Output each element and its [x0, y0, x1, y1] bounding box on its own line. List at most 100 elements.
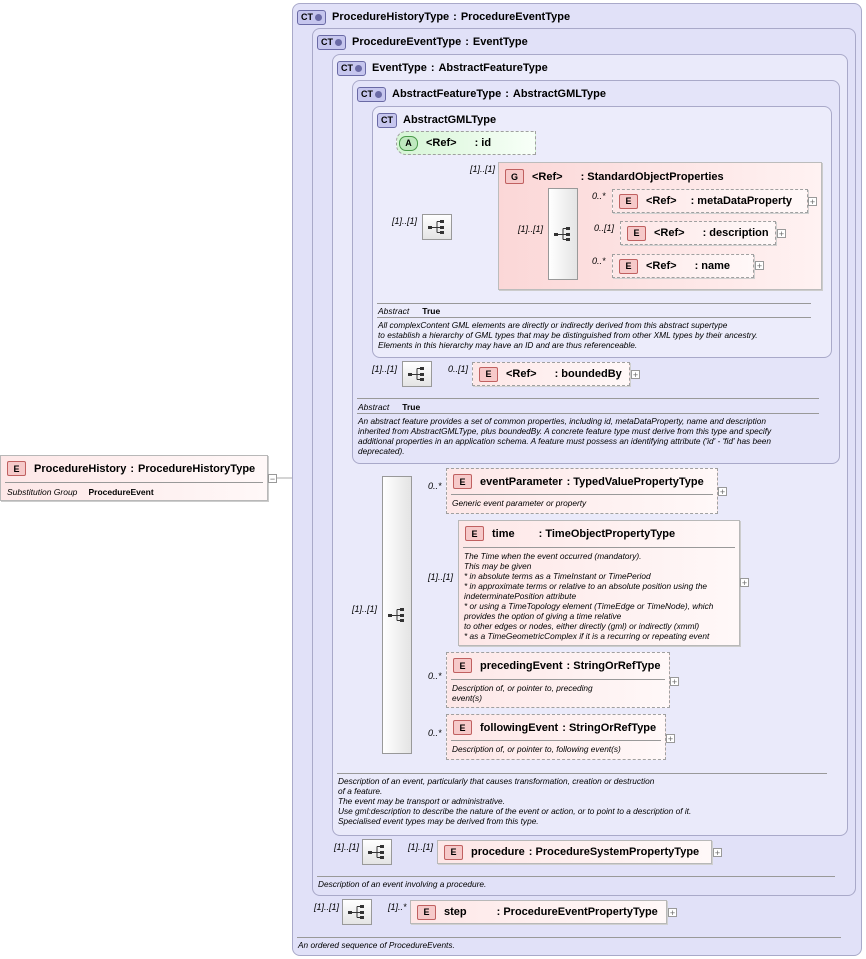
sop-seq-multiplicity: [1]..[1] [518, 224, 544, 234]
element-badge: E [417, 904, 436, 920]
expand-icon[interactable]: + [740, 578, 749, 588]
procedure-multiplicity: [1]..[1] [408, 842, 434, 852]
element-name: procedure [471, 846, 525, 858]
bounded-by-multiplicity: 0..[1] [448, 364, 469, 374]
element-preceding-event[interactable]: E precedingEvent : StringOrRefType Descr… [446, 652, 670, 708]
item-multiplicity: 0..* [428, 728, 442, 738]
substitution-group-value: ProcedureEvent [88, 487, 154, 497]
element-name: time [492, 527, 515, 540]
sequence-icon[interactable] [382, 476, 412, 754]
sequence-icon[interactable] [402, 361, 432, 387]
element-name: : description [702, 227, 769, 239]
group-badge: G [505, 169, 524, 184]
ct-abstract-feature-doc: An abstract feature provides a set of co… [358, 416, 772, 456]
ct-title: AbstractFeatureType [392, 88, 502, 100]
complex-type-badge: CT [377, 112, 397, 128]
gml-seq-multiplicity: [1]..[1] [392, 216, 418, 226]
ct-abstract-gml-doc: All complexContent GML elements are dire… [378, 320, 758, 350]
element-name: : name [694, 260, 731, 272]
root-element-name: ProcedureHistory [34, 462, 127, 475]
abstract-value: True [402, 402, 421, 412]
element-procedure[interactable]: E procedure : ProcedureSystemPropertyTyp… [437, 840, 712, 864]
ct-event-doc: Description of an event, particularly th… [338, 776, 692, 826]
element-ref: <Ref> [646, 260, 677, 272]
element-type: : StringOrRefType [566, 659, 661, 672]
item-multiplicity: 0..* [592, 256, 606, 266]
element-badge: E [619, 258, 638, 274]
complex-type-badge: CT [297, 9, 326, 25]
separator [5, 482, 263, 483]
element-ref: <Ref> [654, 227, 685, 239]
element-following-event[interactable]: E followingEvent : StringOrRefType Descr… [446, 714, 666, 760]
element-name: followingEvent [480, 721, 559, 734]
element-doc: Description of, or pointer to, preceding… [452, 683, 593, 703]
ct-procedure-history-doc: An ordered sequence of ProcedureEvents. [298, 940, 455, 950]
sequence-icon[interactable] [548, 188, 578, 280]
expand-icon[interactable]: + [631, 370, 640, 380]
abstract-label: Abstract [378, 306, 410, 316]
sequence-icon[interactable] [342, 899, 372, 925]
group-name: : StandardObjectProperties [580, 170, 724, 183]
group-ref: <Ref> [532, 170, 563, 183]
ct-base: AbstractFeatureType [438, 62, 548, 74]
ct-title: EventType [372, 62, 427, 74]
element-badge: E [444, 844, 463, 860]
collapse-icon[interactable]: − [268, 474, 277, 484]
ct-procedure-event-doc: Description of an event involving a proc… [318, 879, 487, 889]
expand-icon[interactable]: + [670, 677, 679, 687]
element-badge: E [453, 658, 472, 673]
element-name: eventParameter [480, 475, 563, 488]
substitution-group-label: Substitution Group [7, 487, 78, 497]
element-type: : TypedValuePropertyType [566, 475, 704, 488]
sequence-icon[interactable] [422, 214, 452, 240]
expand-icon[interactable]: + [808, 197, 817, 207]
element-badge: E [627, 225, 646, 241]
element-badge: E [453, 474, 472, 489]
ct-title: ProcedureHistoryType [332, 11, 450, 23]
element-name: : boundedBy [554, 368, 622, 380]
attribute-name: : id [474, 137, 492, 149]
element-description[interactable]: E <Ref> : description [620, 221, 776, 245]
ct-base: EventType [472, 36, 528, 48]
expand-icon[interactable]: + [718, 487, 727, 497]
feature-seq-multiplicity: [1]..[1] [372, 364, 398, 374]
ct-title: AbstractGMLType [403, 114, 497, 126]
ct-base: AbstractGMLType [512, 88, 606, 100]
element-event-parameter[interactable]: E eventParameter : TypedValuePropertyTyp… [446, 468, 718, 514]
expand-icon[interactable]: + [668, 908, 677, 918]
ct-title: ProcedureEventType [352, 36, 462, 48]
element-step[interactable]: E step : ProcedureEventPropertyType [410, 900, 667, 924]
item-multiplicity: 0..* [428, 671, 442, 681]
element-badge: E [465, 526, 484, 541]
element-time[interactable]: E time : TimeObjectPropertyType The Time… [458, 520, 740, 646]
root-element-procedure-history[interactable]: E ProcedureHistory : ProcedureHistoryTyp… [0, 455, 268, 501]
element-metadata-property[interactable]: E <Ref> : metaDataProperty [612, 189, 808, 213]
element-bounded-by[interactable]: E <Ref> : boundedBy [472, 362, 630, 386]
step-multiplicity: [1]..* [388, 902, 407, 912]
ph-seq-multiplicity: [1]..[1] [314, 902, 340, 912]
complex-type-badge: CT [337, 60, 366, 76]
element-name: precedingEvent [480, 659, 563, 672]
element-ref: <Ref> [646, 195, 677, 207]
element-type: : TimeObjectPropertyType [538, 527, 676, 540]
element-badge: E [479, 366, 498, 382]
element-type: : ProcedureEventPropertyType [496, 906, 658, 918]
group-multiplicity: [1]..[1] [470, 164, 496, 174]
abstract-label: Abstract [358, 402, 390, 412]
root-element-type: ProcedureHistoryType [137, 462, 256, 475]
expand-icon[interactable]: + [666, 734, 675, 744]
expand-icon[interactable]: + [713, 848, 722, 858]
element-badge: E [619, 193, 638, 209]
element-doc: The Time when the event occurred (mandat… [464, 551, 714, 641]
expand-icon[interactable]: + [777, 229, 786, 239]
item-multiplicity: 0..[1] [594, 223, 615, 233]
element-name: : metaDataProperty [690, 195, 793, 207]
sequence-icon[interactable] [362, 839, 392, 865]
element-doc: Generic event parameter or property [452, 498, 587, 508]
element-type: : ProcedureSystemPropertyType [528, 846, 700, 858]
element-doc: Description of, or pointer to, following… [452, 744, 621, 754]
attribute-id[interactable]: A <Ref> : id [396, 131, 536, 155]
expand-icon[interactable]: + [755, 261, 764, 271]
attribute-badge: A [399, 135, 418, 151]
element-name-ref[interactable]: E <Ref> : name [612, 254, 754, 278]
